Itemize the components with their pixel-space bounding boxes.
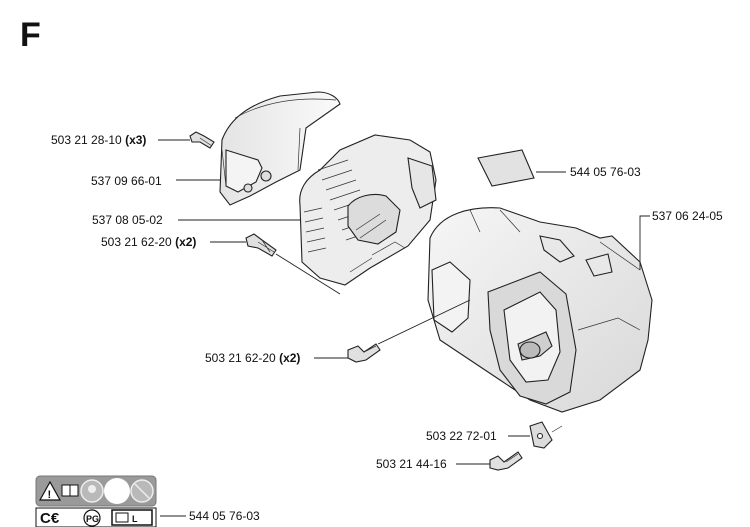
svg-text:!: !	[48, 489, 52, 501]
callout-number-clip: 503 22 72-01	[426, 429, 497, 443]
ce-mark: C€	[40, 510, 60, 527]
pg-certification-icon	[83, 509, 101, 527]
callout-number-cylinder-shroud: 537 08 05-02	[92, 213, 163, 227]
cylinder-shroud-part	[299, 134, 437, 286]
screw-top-part	[189, 131, 215, 149]
section-letter: F	[20, 16, 41, 54]
screw-clip-part	[489, 451, 523, 471]
callout-number-decal: 544 05 76-03	[570, 165, 641, 179]
leader-lines	[158, 139, 650, 517]
svg-text:PG: PG	[86, 514, 99, 524]
top-cover-part	[219, 91, 341, 206]
warning-triangle-icon	[38, 480, 62, 501]
callout-number-screw-top: 503 21 28-10 (x3)	[51, 133, 146, 147]
engine-housing-part	[427, 207, 653, 413]
callout-number-screw-shroud: 503 21 62-20 (x2)	[101, 235, 196, 249]
callout-number-screw-housing: 503 21 62-20 (x2)	[205, 351, 300, 365]
screw-shroud-part	[245, 233, 277, 257]
callout-number-top-cover: 537 09 66-01	[91, 174, 162, 188]
warning-label-decal: ! C€ PG L	[35, 475, 157, 527]
callout-labels: 503 21 28-10 (x3) 537 09 66-01 537 08 05…	[51, 133, 723, 523]
callout-number-engine-housing: 537 06 24-05	[652, 209, 723, 223]
clip-part	[529, 421, 563, 449]
decal-part	[477, 149, 535, 187]
screw-housing-part	[347, 343, 381, 363]
callout-number-screw-clip: 503 21 44-16	[376, 457, 447, 471]
svg-text:L: L	[132, 514, 138, 524]
callout-number-warning-label: 544 05 76-03	[189, 509, 260, 523]
blank-symbol-icon	[104, 478, 130, 504]
